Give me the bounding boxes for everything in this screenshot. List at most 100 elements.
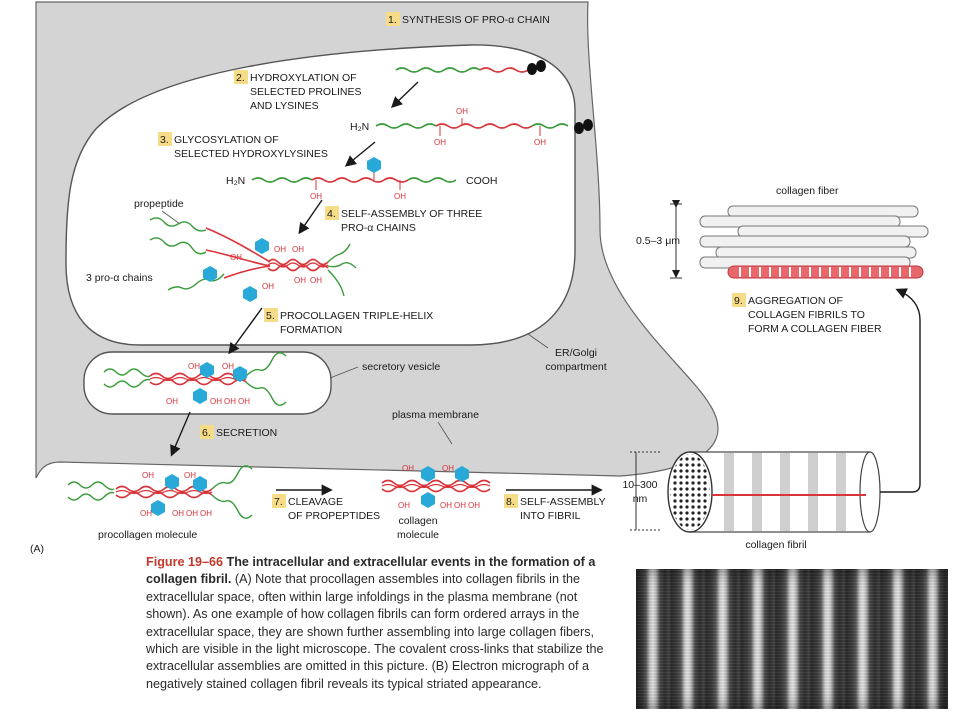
svg-text:OH: OH <box>172 509 184 518</box>
step-7-badge <box>272 494 286 508</box>
step-9-line1: AGGREGATION OF <box>748 295 843 307</box>
fibril-size-unit: nm <box>633 493 648 505</box>
step-2-line3: AND LYSINES <box>250 100 319 112</box>
svg-text:OH: OH <box>186 509 198 518</box>
caption-title: The intracellular and extracellular even… <box>146 555 596 587</box>
step-4-line2: PRO-α CHAINS <box>341 222 416 234</box>
svg-text:OH: OH <box>140 509 152 518</box>
arrow-step6 <box>170 411 191 457</box>
svg-text:OH: OH <box>310 276 322 285</box>
collagen-fibril-label: collagen fibril <box>745 539 806 551</box>
svg-text:OH: OH <box>442 464 454 473</box>
step-7-number: 7. <box>274 496 283 508</box>
arrow-step3 <box>344 141 376 167</box>
collagen-fibril <box>667 451 881 533</box>
step-3-line2: SELECTED HYDROXYLYSINES <box>174 148 328 160</box>
step-4-line1: SELF-ASSEMBLY OF THREE <box>341 208 482 220</box>
collagen-fiber-label: collagen fiber <box>776 185 839 197</box>
three-chains-label: 3 pro-α chains <box>86 272 153 284</box>
step-3-badge <box>158 132 172 146</box>
sugar-icon <box>367 157 381 173</box>
three-pro-alpha-chains: OH OH OH OH OH OH <box>149 217 357 302</box>
step-5-badge <box>264 308 278 322</box>
fibril-size-value: 10–300 <box>622 479 657 491</box>
step-2-line2: SELECTED PROLINES <box>250 86 361 98</box>
svg-text:OH: OH <box>142 471 154 480</box>
step-9-number: 9. <box>734 295 743 307</box>
er-golgi-label-line1: ER/Golgi <box>555 347 597 359</box>
step-7-line1: CLEAVAGE <box>288 496 343 508</box>
svg-text:OH: OH <box>200 509 212 518</box>
step-9-badge <box>732 293 746 307</box>
step-2-line1: HYDROXYLATION OF <box>250 72 357 84</box>
svg-text:OH: OH <box>534 138 546 147</box>
step-4-number: 4. <box>327 208 336 220</box>
h2n-label-2: H₂N <box>226 175 245 187</box>
svg-text:OH: OH <box>394 192 406 201</box>
step-1-badge <box>386 12 400 26</box>
ribosome-icon <box>527 63 537 75</box>
arrow-step9 <box>880 288 921 493</box>
svg-text:OH: OH <box>454 501 466 510</box>
arrow-step4 <box>298 199 323 235</box>
step-5-number: 5. <box>266 310 275 322</box>
panel-label-a: (A) <box>30 543 44 555</box>
step-8-line1: SELF-ASSEMBLY <box>520 496 606 508</box>
step-8-number: 8. <box>506 496 515 508</box>
svg-text:OH: OH <box>222 362 234 371</box>
svg-text:OH: OH <box>292 245 304 254</box>
electron-micrograph <box>636 569 948 709</box>
svg-text:OH: OH <box>238 397 250 406</box>
svg-text:OH: OH <box>262 282 274 291</box>
collagen-fiber <box>699 205 929 279</box>
svg-text:OH: OH <box>434 138 446 147</box>
pro-alpha-chain-2: H₂N OH OH OH <box>350 107 593 147</box>
collagen-molecule-label-line2: molecule <box>397 529 439 541</box>
collagen-molecule: OH OH OH OH OH OH <box>381 464 491 510</box>
plasma-membrane-label: plasma membrane <box>392 409 479 421</box>
step-1-text: SYNTHESIS OF PRO-α CHAIN <box>402 14 550 26</box>
step-6-text: SECRETION <box>216 427 277 439</box>
step-9-line2: COLLAGEN FIBRILS TO <box>748 309 865 321</box>
svg-text:OH: OH <box>294 276 306 285</box>
step-1-number: 1. <box>388 14 397 26</box>
procollagen-molecule: OH OH OH OH OH OH <box>67 465 253 519</box>
caption-body: (A) Note that procollagen assembles into… <box>146 572 604 691</box>
step-3-line1: GLYCOSYLATION OF <box>174 134 279 146</box>
step-3-number: 3. <box>160 134 169 146</box>
svg-text:OH: OH <box>402 464 414 473</box>
svg-text:OH: OH <box>274 245 286 254</box>
cooh-label: COOH <box>466 175 498 187</box>
step-5-line2: FORMATION <box>280 324 342 336</box>
h2n-label-1: H₂N <box>350 121 369 133</box>
svg-text:OH: OH <box>166 397 178 406</box>
svg-text:OH: OH <box>310 192 322 201</box>
fiber-size-label: 0.5–3 μm <box>636 235 680 247</box>
svg-text:OH: OH <box>188 362 200 371</box>
propeptide-label: propeptide <box>134 198 184 210</box>
step-4-badge <box>325 206 339 220</box>
secretory-vesicle-label: secretory vesicle <box>362 361 440 373</box>
figure-caption: Figure 19–66 The intracellular and extra… <box>146 554 624 693</box>
svg-text:OH: OH <box>398 501 410 510</box>
svg-text:OH: OH <box>230 253 242 262</box>
step-7-line2: OF PROPEPTIDES <box>288 510 380 522</box>
svg-text:OH: OH <box>210 397 222 406</box>
caption-figure-number: Figure 19–66 <box>146 555 227 569</box>
svg-text:OH: OH <box>456 107 468 116</box>
step-8-line2: INTO FIBRIL <box>520 510 581 522</box>
collagen-molecule-label-line1: collagen <box>398 515 437 527</box>
svg-text:OH: OH <box>468 501 480 510</box>
er-golgi-compartment <box>65 44 576 346</box>
er-golgi-label-line2: compartment <box>545 361 606 373</box>
step-8-badge <box>504 494 518 508</box>
step-9-line3: FORM A COLLAGEN FIBER <box>748 323 882 335</box>
svg-text:OH: OH <box>224 397 236 406</box>
step-6-number: 6. <box>202 427 211 439</box>
svg-text:OH: OH <box>184 471 196 480</box>
step-2-badge <box>234 70 248 84</box>
arrow-step5 <box>228 307 263 355</box>
svg-text:OH: OH <box>440 501 452 510</box>
